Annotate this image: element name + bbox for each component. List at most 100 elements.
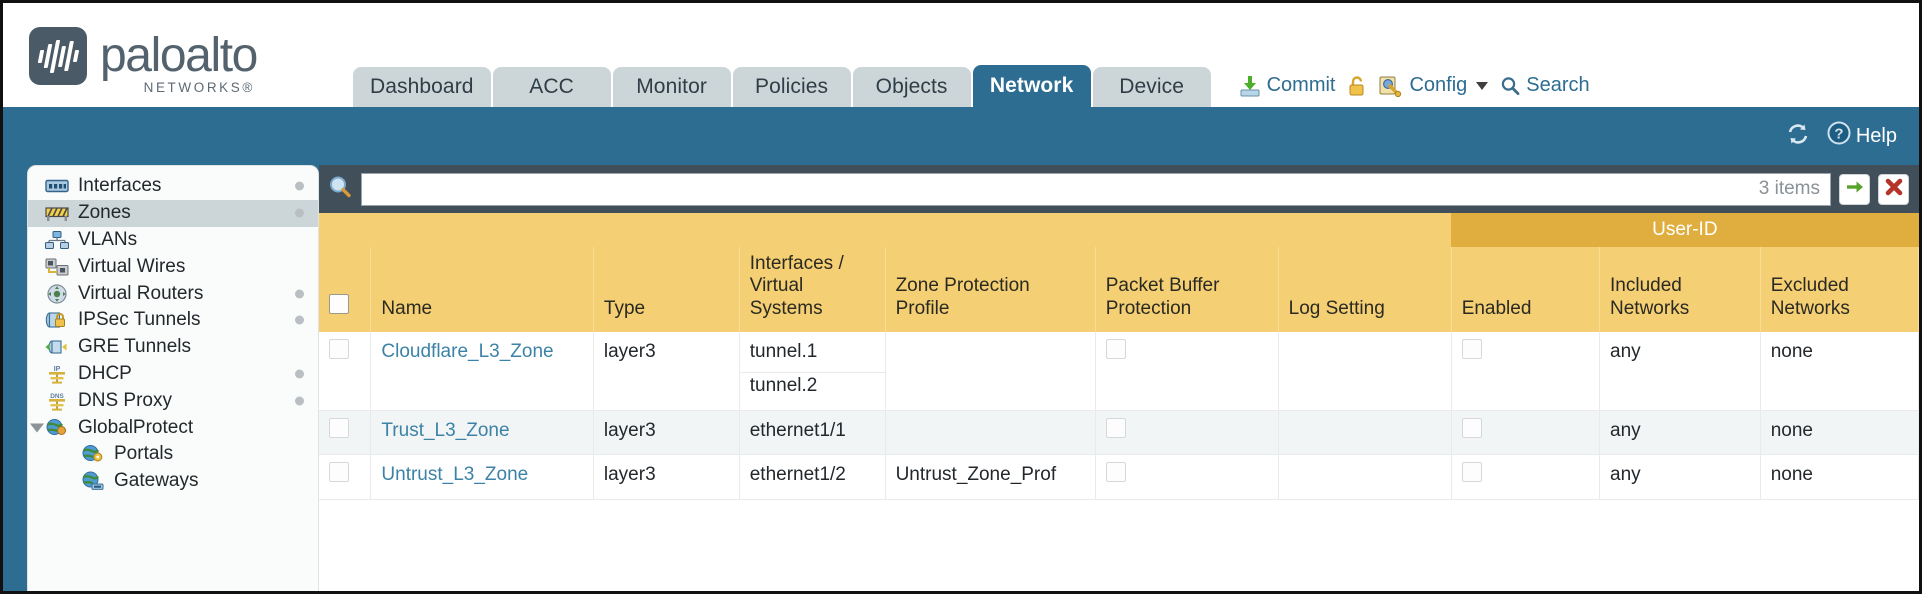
help-button[interactable]: ? Help bbox=[1827, 121, 1897, 151]
cell-name: Untrust_L3_Zone bbox=[370, 454, 594, 500]
row-checkbox[interactable] bbox=[329, 417, 349, 438]
main-nav-tabs: Dashboard ACC Monitor Policies Objects N… bbox=[352, 65, 1211, 107]
ipsec-tunnels-icon bbox=[44, 310, 70, 330]
select-all-header bbox=[319, 247, 372, 333]
col-header-name[interactable]: Name bbox=[370, 247, 594, 333]
table-header-row: Name Type Interfaces / Virtual Systems Z… bbox=[319, 247, 1919, 333]
zone-name-link[interactable]: Trust_L3_Zone bbox=[381, 419, 510, 441]
brand-tagline: NETWORKS® bbox=[143, 80, 255, 95]
col-header-enabled[interactable]: Enabled bbox=[1451, 247, 1601, 333]
table-row[interactable]: Cloudflare_L3_Zone layer3 tunnel.1 tunne… bbox=[319, 332, 1919, 411]
cell-interfaces: ethernet1/2 bbox=[739, 454, 886, 500]
virtual-routers-icon bbox=[44, 283, 70, 304]
sidebar-item-dhcp[interactable]: IP DHCP bbox=[28, 361, 318, 388]
sidebar-item-gateways[interactable]: Gateways bbox=[28, 468, 318, 495]
col-header-type[interactable]: Type bbox=[593, 247, 740, 333]
tab-dashboard[interactable]: Dashboard bbox=[352, 67, 491, 107]
cell-name: Cloudflare_L3_Zone bbox=[370, 332, 594, 411]
page-body: Interfaces Zones bbox=[3, 165, 1919, 591]
sidebar-item-label: Portals bbox=[114, 443, 174, 465]
tab-acc[interactable]: ACC bbox=[492, 67, 611, 107]
dns-proxy-icon: DNS bbox=[44, 391, 70, 411]
magnifier-icon[interactable] bbox=[327, 174, 353, 205]
cell-zone-protection-profile bbox=[885, 332, 1096, 411]
col-header-packet-buffer-protection[interactable]: Packet Buffer Protection bbox=[1095, 247, 1279, 333]
packet-buffer-protection-checkbox[interactable] bbox=[1105, 462, 1126, 483]
cell-zone-protection-profile bbox=[885, 410, 1096, 456]
commit-button[interactable]: Commit bbox=[1239, 74, 1335, 97]
userid-enabled-checkbox[interactable] bbox=[1461, 462, 1482, 483]
row-checkbox[interactable] bbox=[329, 462, 349, 483]
zones-panel: 3 items bbox=[319, 165, 1919, 591]
network-sidebar: Interfaces Zones bbox=[27, 165, 319, 591]
gateways-icon bbox=[80, 471, 106, 491]
expand-triangle-icon[interactable] bbox=[30, 423, 44, 433]
refresh-icon[interactable] bbox=[1785, 122, 1811, 151]
packet-buffer-protection-checkbox[interactable] bbox=[1105, 339, 1126, 360]
zones-table-wrap: User-ID Name Type Interfaces / Virtual S… bbox=[319, 213, 1919, 591]
help-icon: ? bbox=[1827, 121, 1851, 151]
col-header-interfaces[interactable]: Interfaces / Virtual Systems bbox=[739, 247, 886, 333]
gre-tunnels-icon bbox=[44, 337, 70, 357]
help-label: Help bbox=[1855, 124, 1897, 147]
cell-interfaces: tunnel.1 tunnel.2 bbox=[739, 332, 886, 411]
sidebar-item-interfaces[interactable]: Interfaces bbox=[28, 173, 318, 200]
search-input[interactable]: 3 items bbox=[361, 172, 1831, 206]
tab-policies[interactable]: Policies bbox=[732, 67, 851, 107]
zone-name-link[interactable]: Cloudflare_L3_Zone bbox=[381, 341, 554, 363]
header-actions: Commit bbox=[1239, 74, 1590, 97]
cell-excluded-networks: none bbox=[1760, 332, 1919, 411]
userid-enabled-checkbox[interactable] bbox=[1461, 417, 1482, 438]
cell-excluded-networks: none bbox=[1760, 454, 1919, 500]
sidebar-item-virtual-routers[interactable]: Virtual Routers bbox=[28, 280, 318, 307]
sidebar-item-zones[interactable]: Zones bbox=[28, 199, 318, 227]
table-row[interactable]: Untrust_L3_Zone layer3 ethernet1/2 Untru… bbox=[319, 454, 1919, 500]
cell-log-setting bbox=[1278, 410, 1452, 456]
sidebar-item-gre-tunnels[interactable]: GRE Tunnels bbox=[28, 334, 318, 361]
lock-icon bbox=[1347, 75, 1367, 97]
app-header: paloalto NETWORKS® Dashboard ACC Monitor… bbox=[3, 3, 1919, 107]
config-menu[interactable]: Config bbox=[1379, 74, 1489, 97]
filter-toolbar: 3 items bbox=[319, 165, 1919, 213]
col-header-zone-protection-profile[interactable]: Zone Protection Profile bbox=[885, 247, 1096, 333]
status-dot bbox=[295, 208, 304, 218]
sidebar-item-label: Zones bbox=[78, 202, 131, 224]
tab-monitor[interactable]: Monitor bbox=[612, 67, 731, 107]
status-dot bbox=[295, 369, 304, 379]
tab-device[interactable]: Device bbox=[1092, 67, 1211, 107]
zone-name-link[interactable]: Untrust_L3_Zone bbox=[381, 464, 529, 486]
portals-icon bbox=[80, 444, 106, 464]
cell-type: layer3 bbox=[593, 454, 740, 500]
col-header-excluded-networks[interactable]: Excluded Networks bbox=[1760, 247, 1919, 333]
tab-objects[interactable]: Objects bbox=[852, 67, 971, 107]
col-header-log-setting[interactable]: Log Setting bbox=[1278, 247, 1452, 333]
sidebar-item-vlans[interactable]: VLANs bbox=[28, 227, 318, 254]
row-checkbox[interactable] bbox=[329, 339, 349, 360]
sidebar-item-globalprotect[interactable]: GlobalProtect bbox=[28, 414, 318, 441]
interfaces-icon bbox=[44, 176, 70, 196]
packet-buffer-protection-checkbox[interactable] bbox=[1105, 417, 1126, 438]
cell-interfaces: ethernet1/1 bbox=[739, 410, 886, 456]
select-all-checkbox[interactable] bbox=[329, 293, 349, 314]
virtual-wires-icon bbox=[44, 257, 70, 277]
cell-zone-protection-profile: Untrust_Zone_Prof bbox=[885, 454, 1096, 500]
vlans-icon bbox=[44, 230, 70, 250]
sidebar-item-portals[interactable]: Portals bbox=[28, 441, 318, 468]
search-button[interactable]: Search bbox=[1500, 74, 1590, 97]
sidebar-item-virtual-wires[interactable]: Virtual Wires bbox=[28, 253, 318, 280]
table-row[interactable]: Trust_L3_Zone layer3 ethernet1/1 bbox=[319, 410, 1919, 456]
tab-network[interactable]: Network bbox=[972, 65, 1091, 107]
cell-name: Trust_L3_Zone bbox=[370, 410, 594, 456]
sidebar-item-ipsec-tunnels[interactable]: IPSec Tunnels bbox=[28, 307, 318, 334]
col-header-included-networks[interactable]: Included Networks bbox=[1599, 247, 1761, 333]
sidebar-item-dns-proxy[interactable]: DNS DNS Proxy bbox=[28, 387, 318, 414]
userid-enabled-checkbox[interactable] bbox=[1461, 339, 1482, 360]
cell-included-networks: any bbox=[1599, 332, 1761, 411]
svg-text:IP: IP bbox=[54, 366, 61, 373]
apply-filter-button[interactable] bbox=[1839, 173, 1870, 205]
clear-filter-button[interactable] bbox=[1878, 173, 1909, 205]
zones-icon bbox=[44, 203, 70, 223]
lock-button[interactable] bbox=[1347, 75, 1367, 97]
status-dot bbox=[295, 396, 304, 406]
table-group-header-row: User-ID bbox=[319, 213, 1919, 247]
